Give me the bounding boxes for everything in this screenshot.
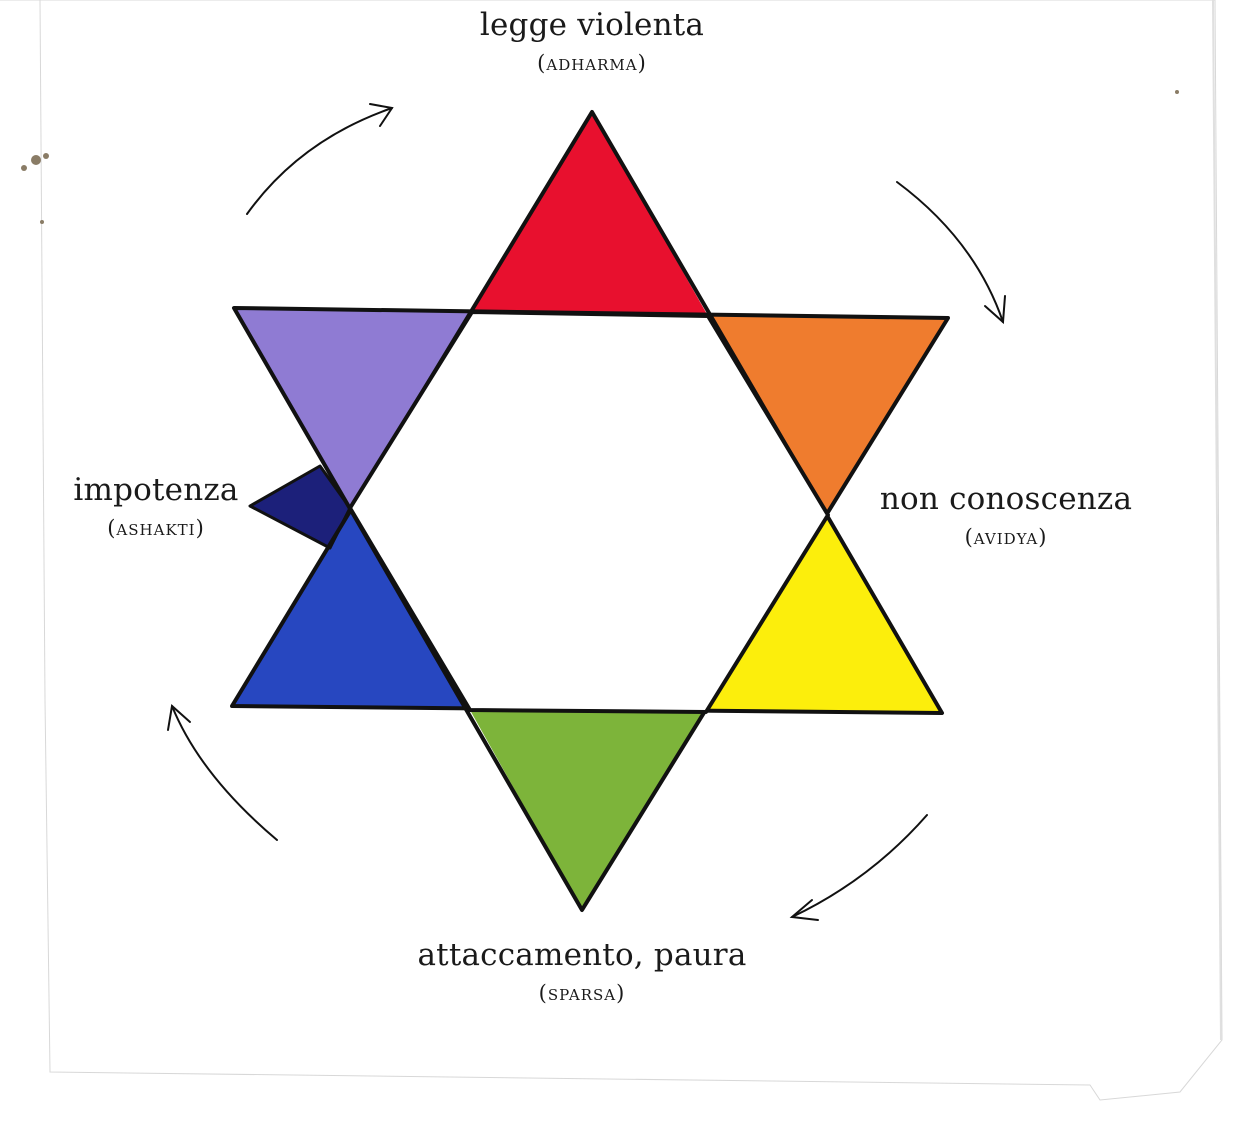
label-sparsa-sub: (sparsa) [538,981,626,1005]
inner-hexagon [348,310,830,714]
label-adharma-sub: (adharma) [537,51,647,75]
label-adharma: legge violenta (adharma) [480,10,704,74]
arrow-top-left-head [369,103,394,127]
label-adharma-main: legge violenta [479,7,705,43]
label-avidya: non conoscenza (avidya) [880,484,1132,548]
triangle-lower-right [706,515,942,713]
label-avidya-main: non conoscenza [879,481,1133,517]
label-ashakti-sub: (ashakti) [107,516,205,540]
paper-edge-right [1212,0,1222,1041]
cycle-arrows [167,103,1006,921]
arrow-bottom-right [791,814,928,918]
arrow-bottom-right-head [789,899,819,921]
triangle-upper-left [234,308,472,508]
scan-specks [21,90,1179,224]
arrow-bottom-left-head [167,704,191,731]
triangle-lower-left [232,508,470,710]
label-ashakti-main: impotenza [73,472,239,508]
triangle-upper-right [708,316,948,515]
label-sparsa: attaccamento, paura (sparsa) [417,940,746,1004]
arrow-top-right-head [984,295,1006,325]
label-avidya-sub: (avidya) [964,525,1048,549]
label-ashakti: impotenza (ashakti) [73,475,238,539]
triangle-bottom [470,710,706,910]
arrow-top-right [896,181,1004,323]
triangle-top [472,112,708,316]
arrow-top-left [246,107,393,215]
label-sparsa-main: attaccamento, paura [417,937,747,973]
arrow-bottom-left [171,705,278,841]
